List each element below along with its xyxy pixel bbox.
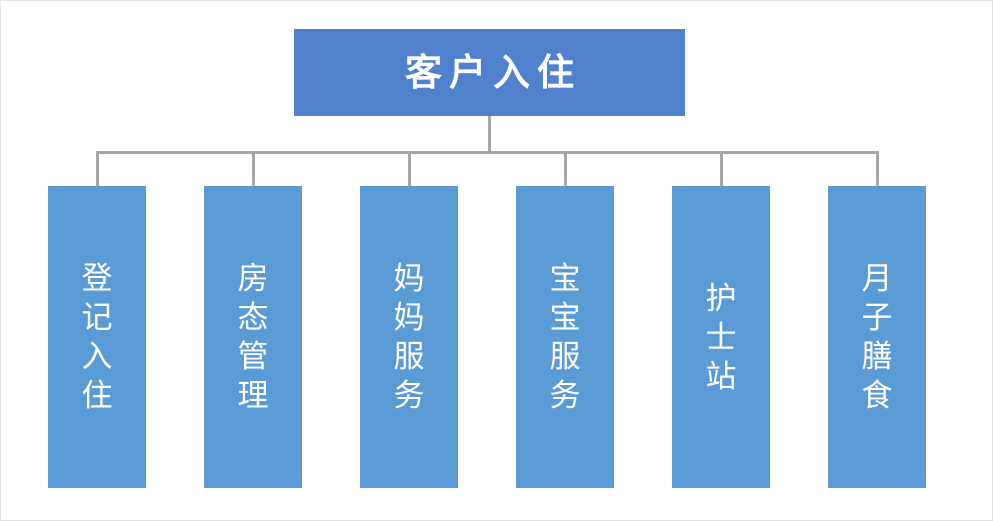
child-node-4-label: 宝宝服务 <box>549 261 581 413</box>
child-node-1[interactable]: 登记入住 <box>48 186 146 488</box>
child-node-3-label: 妈妈服务 <box>393 261 425 413</box>
child-node-1-label: 登记入住 <box>81 261 113 413</box>
child-node-2[interactable]: 房态管理 <box>204 186 302 488</box>
child-node-6-label: 月子膳食 <box>861 261 893 413</box>
child-node-2-label: 房态管理 <box>237 261 269 413</box>
root-node-customer-checkin[interactable]: 客户入住 <box>294 29 685 116</box>
child-node-5-label: 护士站 <box>705 280 737 394</box>
child-node-6[interactable]: 月子膳食 <box>828 186 926 488</box>
child-node-3[interactable]: 妈妈服务 <box>360 186 458 488</box>
child-node-4[interactable]: 宝宝服务 <box>516 186 614 488</box>
child-node-5[interactable]: 护士站 <box>672 186 770 488</box>
root-node-label: 客户入住 <box>405 52 581 93</box>
